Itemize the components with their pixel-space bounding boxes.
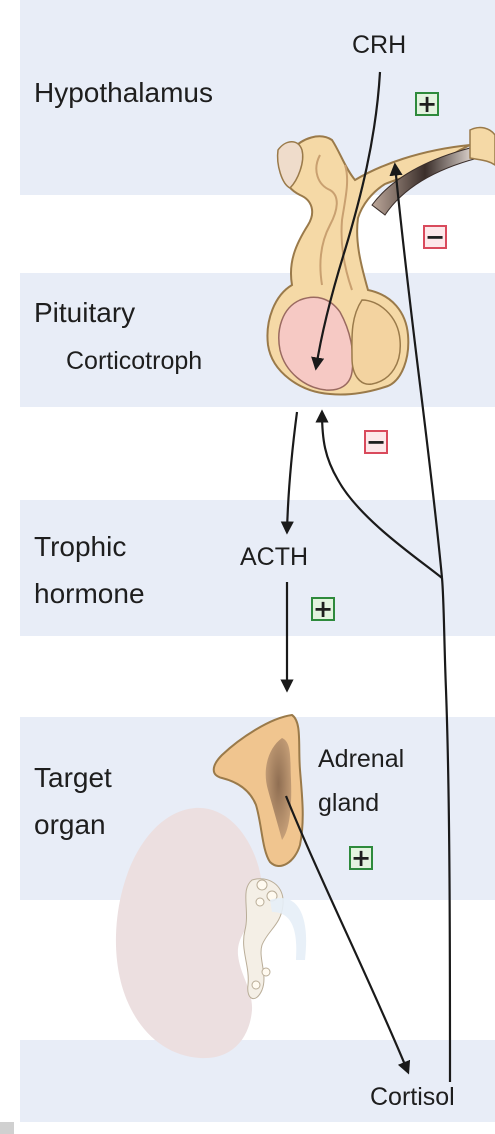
trophic-label: Trophic (34, 530, 126, 564)
crh-label: CRH (352, 30, 406, 60)
organ-label: organ (34, 808, 106, 842)
ureter-shadow (270, 898, 306, 960)
fat-lobule (252, 981, 260, 989)
cortisol-feedback-trunk (442, 578, 450, 1082)
hypothalamus-label: Hypothalamus (34, 76, 213, 110)
cortisol-label: Cortisol (370, 1082, 455, 1112)
acth-arrow-upper (287, 412, 297, 532)
hormone-label: hormone (34, 577, 145, 611)
corticotroph-label: Corticotroph (66, 346, 202, 376)
adrenal-stimulation-plus-icon: + (349, 846, 373, 870)
acth-stimulation-plus-icon: + (311, 597, 335, 621)
corner-marker (0, 1122, 14, 1134)
fat-lobule (262, 968, 270, 976)
fat-lobule (257, 880, 267, 890)
target-label: Target (34, 761, 112, 795)
kidney-shape (116, 808, 262, 1058)
adrenal-label: Adrenal (318, 744, 404, 774)
crh-stimulation-plus-icon: + (415, 92, 439, 116)
hypothalamus-inhibition-minus-icon: − (423, 225, 447, 249)
pituitary-label: Pituitary (34, 296, 135, 330)
fat-lobule (256, 898, 264, 906)
median-eminence-edge (470, 128, 495, 165)
pituitary-inhibition-minus-icon: − (364, 430, 388, 454)
gland-label: gland (318, 788, 379, 818)
acth-label: ACTH (240, 542, 308, 572)
